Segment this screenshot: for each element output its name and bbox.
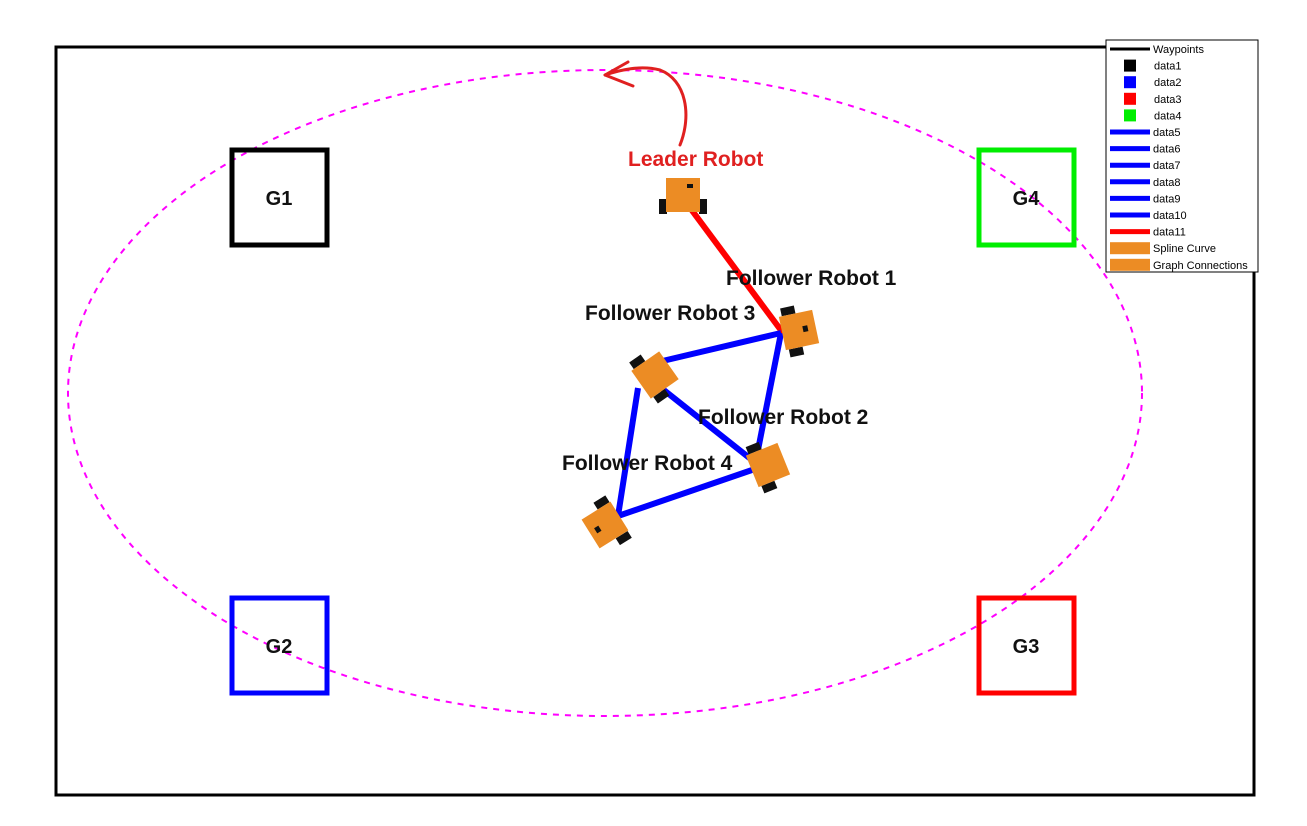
legend-label: data3: [1154, 94, 1182, 106]
legend-item: data10: [1110, 210, 1187, 222]
legend-swatch: [1110, 258, 1150, 271]
link-f3-f4: [615, 387, 641, 517]
link-f1-f3: [653, 330, 782, 366]
follower4-sensor: [594, 525, 602, 534]
legend-label: data11: [1153, 227, 1186, 239]
arrow-head: [603, 60, 635, 88]
legend-label: data2: [1154, 77, 1182, 89]
leader-direction-arrow: [603, 60, 688, 147]
follower-robot-1: [778, 305, 820, 358]
follower-robot-1-label: Follower Robot 1: [726, 267, 897, 290]
leader-wheel-right: [699, 199, 707, 214]
goal-g1-label: G1: [266, 188, 293, 210]
graph-connections: [615, 330, 784, 519]
goal-g3: G3: [976, 595, 1077, 696]
spline-path: [67, 69, 1143, 717]
follower3-wheel-right: [653, 388, 670, 404]
legend-item: data6: [1110, 144, 1181, 156]
link-f4-f2: [617, 467, 753, 519]
legend-label: data5: [1153, 127, 1181, 139]
legend-item: data9: [1110, 193, 1181, 205]
leader-link: [679, 195, 786, 335]
arrow-curve: [603, 66, 688, 147]
follower4-wheel-bottom: [615, 530, 632, 546]
follower-robot-4: [581, 495, 632, 549]
goal-g2-label: G2: [266, 636, 293, 658]
leader-robot: [659, 178, 707, 214]
leader-wheel-left: [659, 199, 667, 214]
legend-label: data10: [1153, 210, 1187, 222]
follower-robot-3: [629, 351, 679, 404]
leader-robot-label: Leader Robot: [628, 148, 763, 171]
legend-item: data2: [1124, 76, 1182, 89]
goal-g1: G1: [229, 147, 330, 248]
legend-item: Waypoints: [1110, 44, 1204, 56]
legend-item: Spline Curve: [1110, 242, 1216, 255]
follower2-wheel-right: [761, 480, 778, 494]
follower-robot-2: [745, 441, 791, 494]
legend-item: data3: [1124, 92, 1182, 106]
goal-g4: G4: [976, 147, 1077, 248]
legend-item: data11: [1110, 227, 1186, 239]
goal-g4-box: [976, 147, 1077, 248]
legend-item: data8: [1110, 177, 1181, 189]
legend-swatch: [1124, 92, 1136, 105]
follower3-wheel-left: [629, 354, 646, 370]
legend-label: data1: [1154, 61, 1182, 73]
goal-g3-box: [976, 595, 1077, 696]
follower1-body: [778, 309, 820, 351]
legend-label: data6: [1153, 144, 1181, 156]
follower4-body: [581, 501, 629, 549]
legend-label: data7: [1153, 160, 1181, 172]
goal-g1-box: [229, 147, 330, 248]
legend-swatch: [1124, 76, 1136, 89]
follower1-wheel-left: [780, 305, 796, 317]
goal-g2-box: [229, 595, 330, 696]
follower3-body: [631, 351, 679, 399]
legend-label: data4: [1154, 110, 1182, 122]
goal-g3-label: G3: [1013, 636, 1040, 658]
goal-g4-label: G4: [1013, 188, 1041, 210]
legend-label: Waypoints: [1153, 44, 1204, 56]
legend-swatch: [1110, 242, 1150, 255]
arena-frame: [54, 45, 1256, 797]
legend-label: data8: [1153, 177, 1181, 189]
link-f3-f2: [658, 384, 754, 463]
follower-robot-4-label: Follower Robot 4: [562, 452, 733, 475]
link-f1-f2: [755, 332, 784, 451]
follower2-body: [745, 442, 791, 488]
follower1-wheel-right: [788, 346, 805, 358]
leader-sensor: [687, 184, 693, 188]
legend-item: data5: [1110, 127, 1181, 139]
legend-label: data9: [1153, 193, 1181, 205]
follower-robot-2-label: Follower Robot 2: [698, 406, 868, 429]
leader-body: [666, 178, 700, 212]
legend-item: data1: [1124, 59, 1182, 73]
follower1-sensor: [802, 325, 809, 333]
legend-item: Graph Connections: [1110, 258, 1248, 272]
follower2-wheel-left: [745, 441, 762, 455]
goal-g2: G2: [229, 595, 330, 696]
legend-entries: Waypoints data1 data2 data3 data4 data5 data6 d…: [1110, 44, 1248, 272]
legend-label: Graph Connections: [1153, 260, 1248, 272]
legend: Waypoints data1 data2 data3 data4 data5 data6 d…: [1105, 39, 1259, 273]
legend-label: Spline Curve: [1153, 243, 1216, 255]
follower4-wheel-top: [593, 495, 610, 510]
legend-swatch: [1124, 59, 1136, 72]
legend-item: data7: [1110, 160, 1181, 172]
legend-swatch: [1124, 109, 1136, 122]
follower-robot-3-label: Follower Robot 3: [585, 302, 755, 325]
legend-item: data4: [1124, 109, 1182, 122]
